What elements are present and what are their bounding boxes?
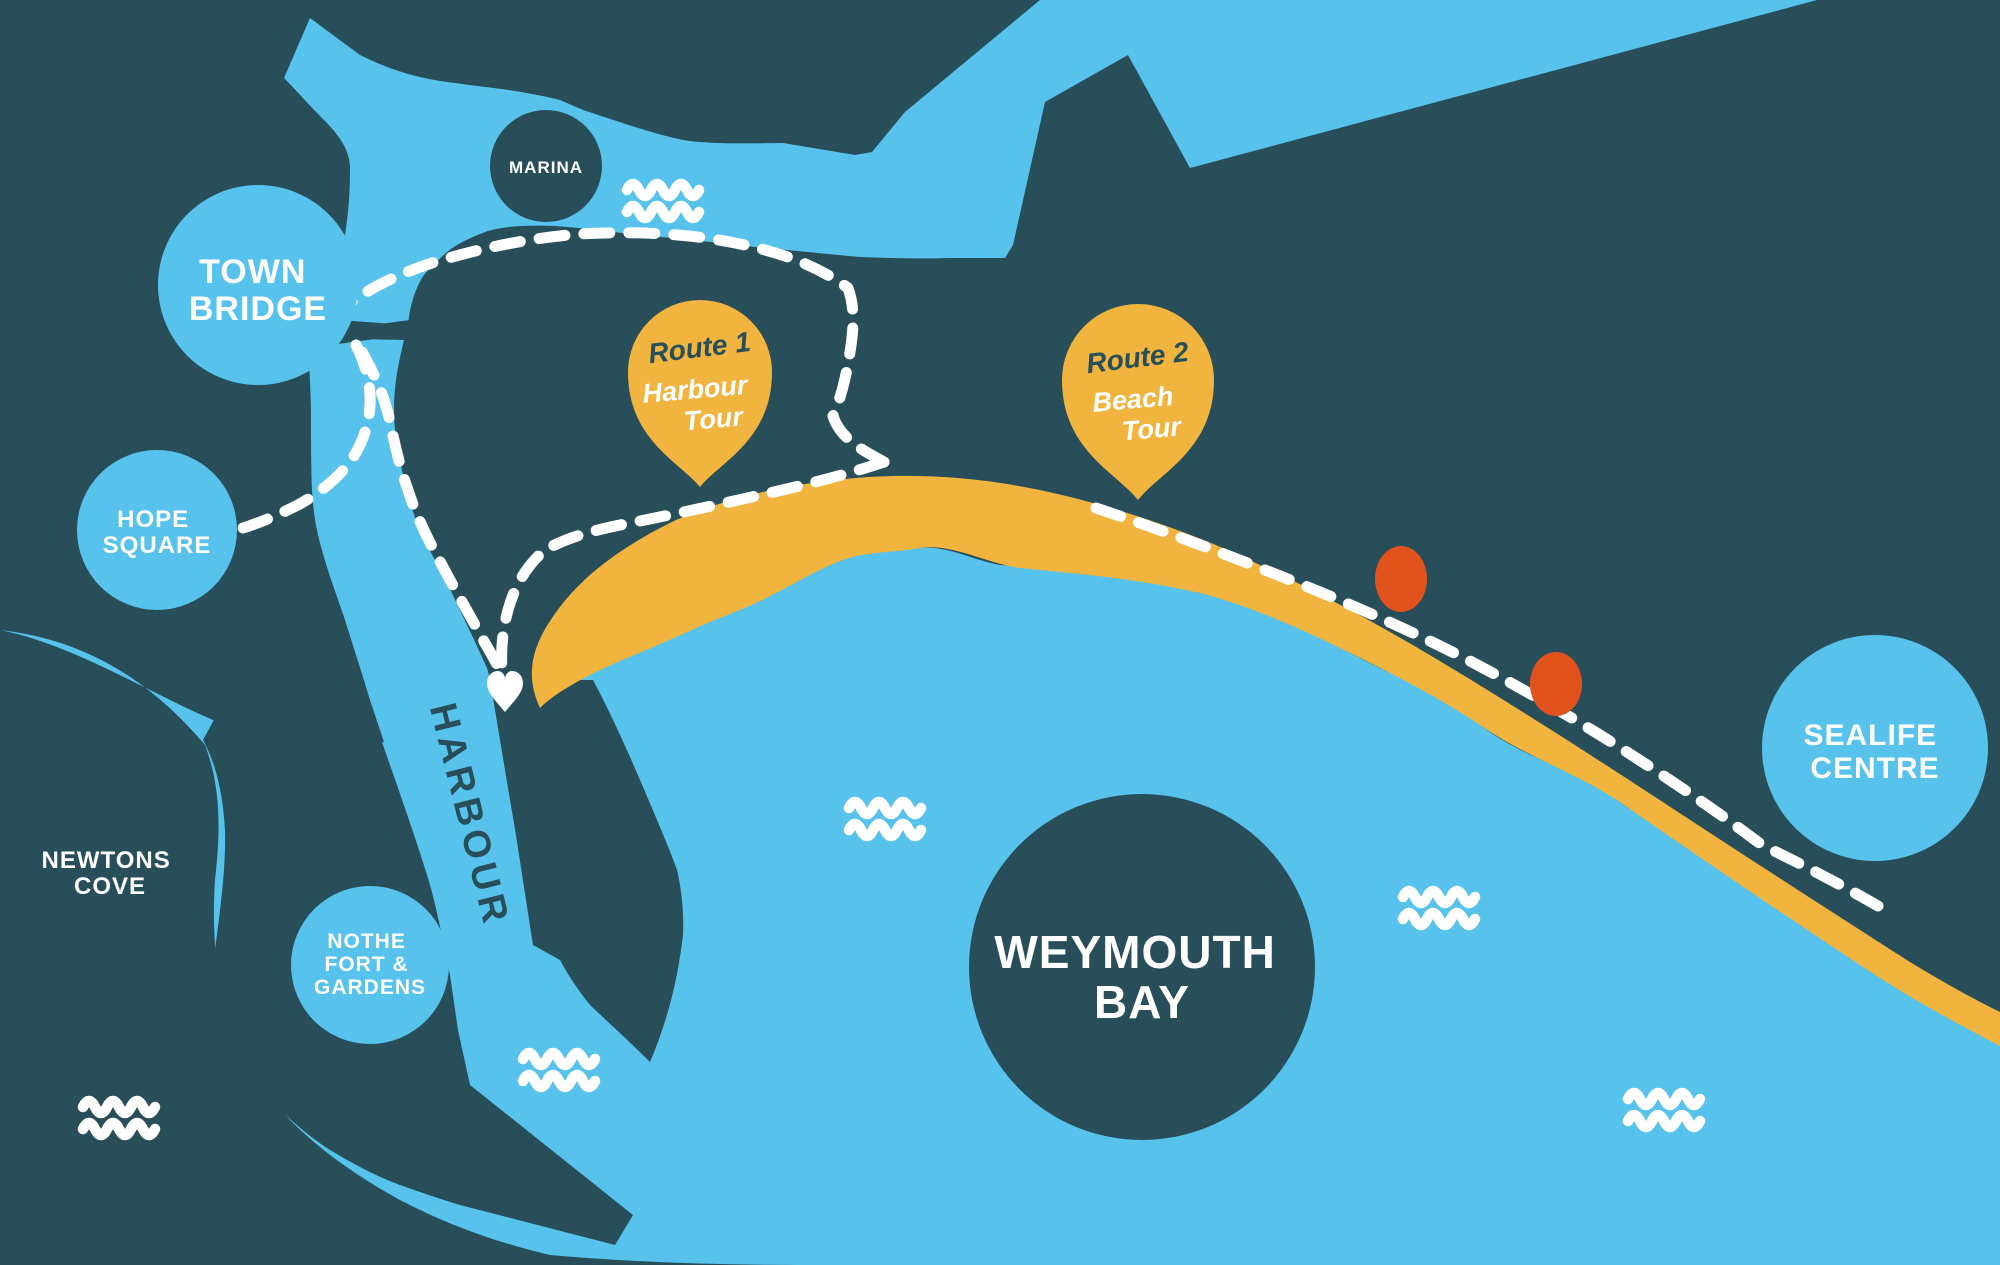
svg-text:NOTHE FORT & GARDE: NOTHE FORT & GARDENS	[314, 930, 426, 999]
svg-text:HOPE SQUARE: HOPE SQUARE	[103, 506, 212, 559]
route-2-pin-shape[interactable]	[1062, 304, 1214, 500]
town-bridge-circle[interactable]	[158, 185, 358, 385]
newtons-cove-label: NEWTONS	[42, 847, 171, 874]
svg-text:TOWN BRIDGE: TOWN BRIDGE	[189, 253, 327, 328]
location-nothe-fort[interactable]: NOTHE FORT & GARDENS	[291, 886, 449, 1044]
nothe-fort-circle[interactable]	[291, 886, 449, 1044]
south-pier-land	[490, 680, 684, 1062]
nothe-peninsula-land	[203, 552, 633, 1245]
route-2-pin[interactable]: Route 2 Beach Tour	[1062, 304, 1214, 500]
location-sealife-centre[interactable]: SEALIFE CENTRE	[1762, 635, 1988, 861]
town-bridge-label: BRIDGE	[189, 290, 327, 328]
route-2-beach-line	[1090, 502, 1884, 912]
tour-stop-dot[interactable]	[1530, 652, 1582, 716]
nothe-fort-label: GARDENS	[314, 976, 426, 999]
weymouth-bay-circle[interactable]	[969, 794, 1315, 1140]
route-1-beach-return-line	[496, 456, 890, 684]
town-bridge-label: TOWN	[199, 253, 306, 291]
svg-text:NEWTONS COVE: NEWTONS COVE	[42, 847, 179, 900]
route-1-pin-tour: Tour	[683, 401, 746, 436]
marina-channel-water	[284, 0, 1817, 325]
route-2-pin-tour: Beach	[1091, 381, 1174, 418]
hope-square-label: HOPE	[117, 506, 189, 533]
hope-square-spur-line	[237, 339, 376, 534]
marina-label: MARINA	[509, 158, 583, 177]
sealife-label: SEALIFE	[1803, 719, 1937, 752]
marina-circle[interactable]	[490, 110, 602, 222]
svg-text:WEYMOUTH BAY: WEYMOUTH BAY	[994, 926, 1289, 1028]
town-bridge-band	[336, 320, 412, 344]
location-marina[interactable]: MARINA	[490, 110, 602, 222]
beach-sand	[531, 475, 2000, 1046]
svg-text:SEALIFE CENTRE: SEALIFE CENTRE	[1803, 719, 1946, 785]
newtons-cove-circle[interactable]	[26, 787, 194, 955]
location-weymouth-bay[interactable]: WEYMOUTH BAY	[969, 794, 1315, 1140]
nothe-fort-label: NOTHE	[327, 930, 406, 953]
route-lines	[237, 227, 1884, 912]
route-1-pin-shape[interactable]	[628, 300, 772, 487]
route-1-pin[interactable]: Route 1 Harbour Tour	[628, 300, 772, 487]
svg-text:Beach Tour: Beach Tour	[1091, 380, 1185, 448]
newtons-cove-label: COVE	[74, 873, 146, 900]
sealife-circle[interactable]	[1762, 635, 1988, 861]
location-hope-square[interactable]: HOPE SQUARE	[77, 450, 237, 610]
harbour-channel-water	[308, 338, 534, 1075]
route-2-pin-tour: Tour	[1121, 411, 1184, 446]
sealife-label: CENTRE	[1810, 752, 1939, 785]
tour-stop-dot[interactable]	[1375, 546, 1427, 612]
route-1-harbour-side-line	[356, 346, 509, 686]
nothe-fort-label: FORT &	[325, 953, 409, 976]
route-1-north-line	[326, 227, 890, 468]
hope-square-label: SQUARE	[103, 532, 212, 559]
location-newtons-cove[interactable]: NEWTONS COVE	[26, 787, 194, 955]
weymouth-bay-label: BAY	[1094, 976, 1190, 1028]
hope-square-circle[interactable]	[77, 450, 237, 610]
weymouth-bay-label: WEYMOUTH	[994, 926, 1275, 978]
heart-icon	[487, 671, 523, 712]
location-town-bridge[interactable]: TOWN BRIDGE	[158, 185, 358, 385]
